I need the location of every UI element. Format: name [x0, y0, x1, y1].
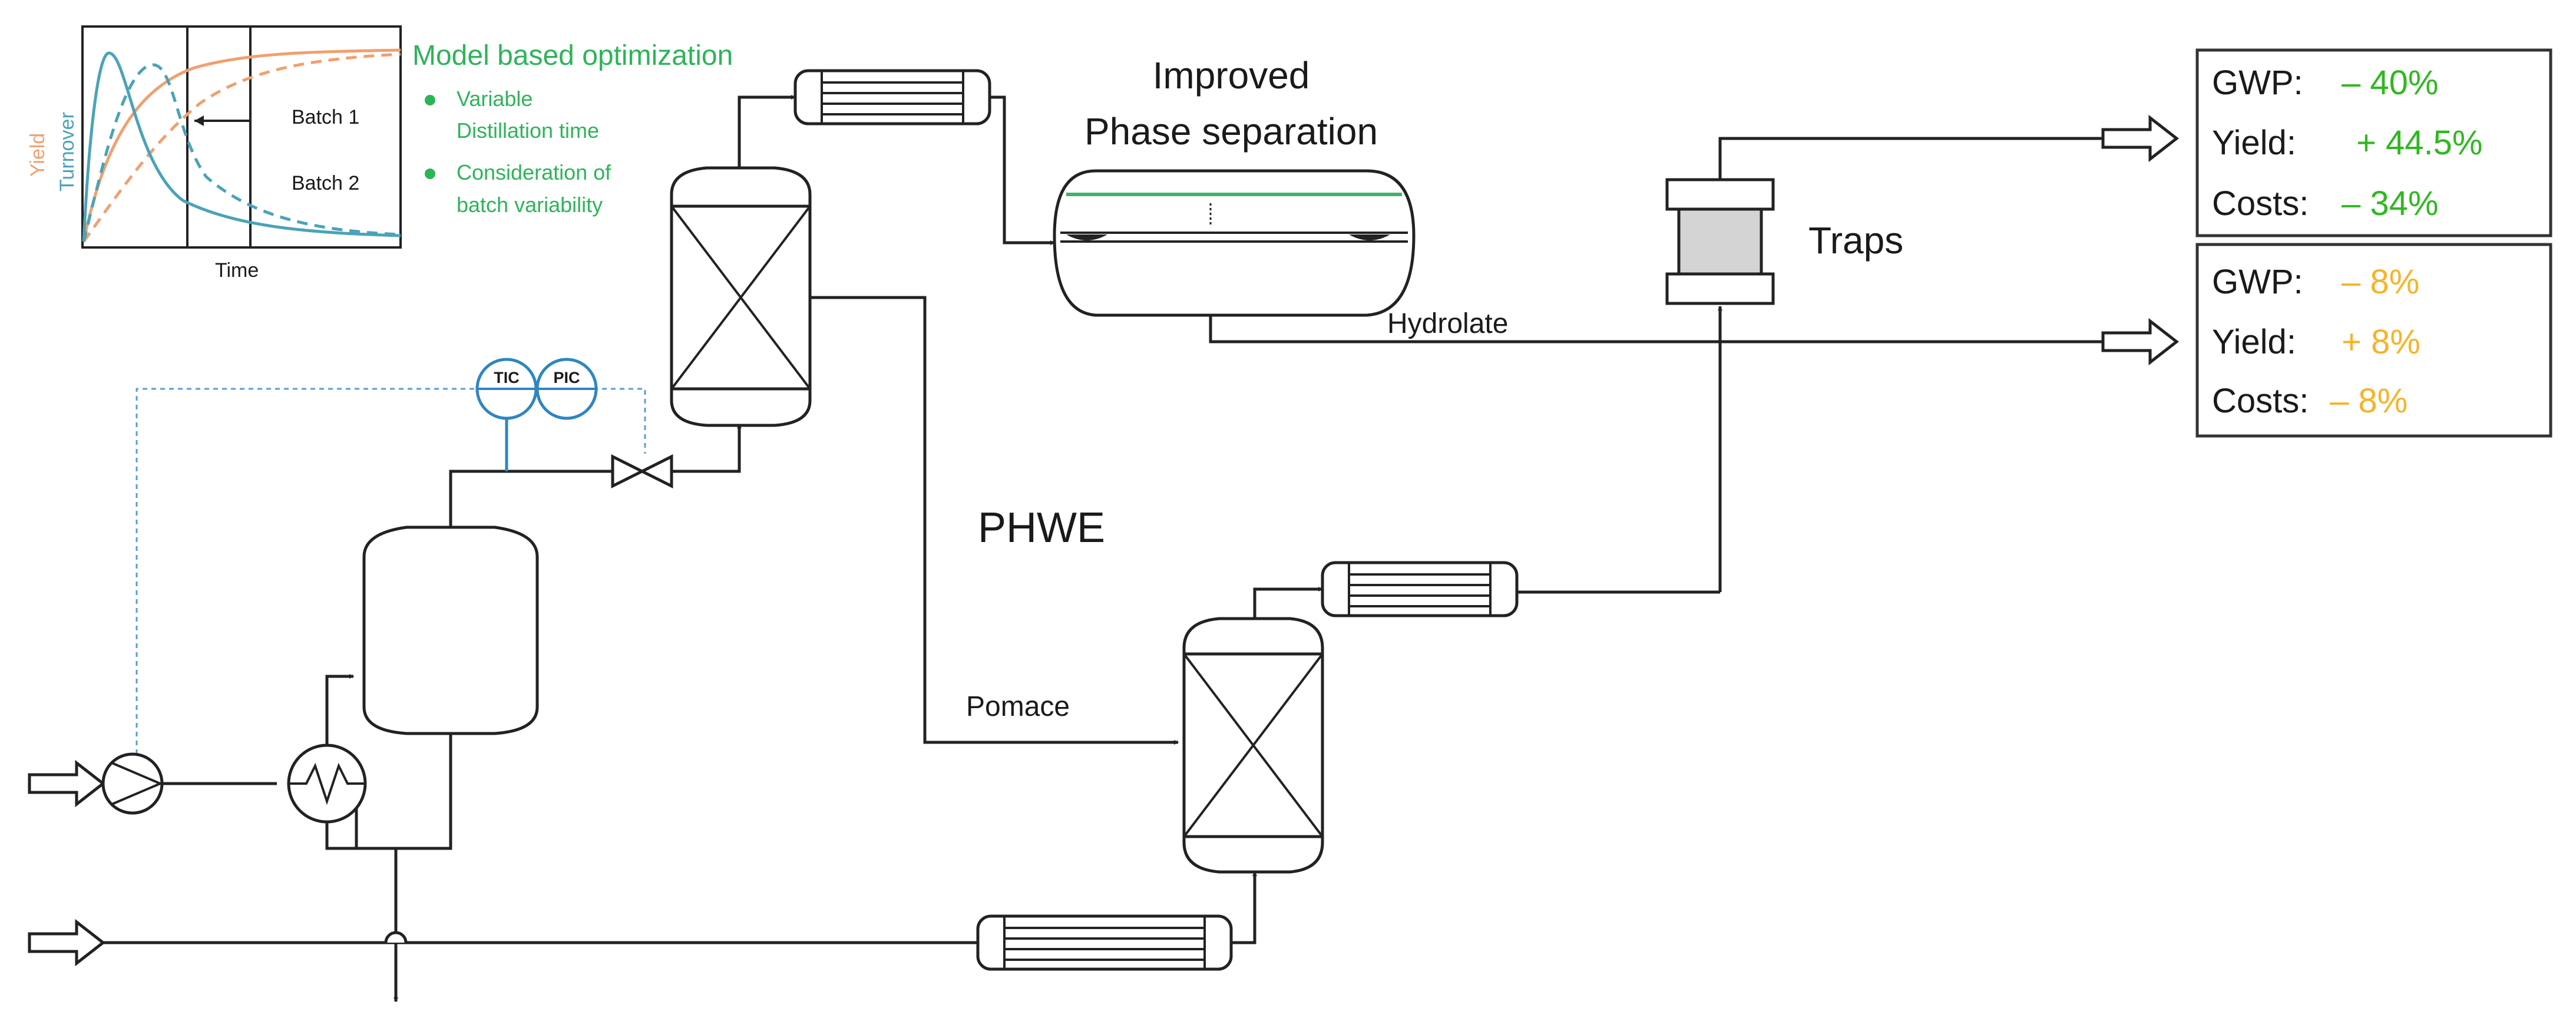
top-yield-value: + 44.5%	[2356, 124, 2482, 162]
control-valve	[611, 454, 673, 489]
feed-arrow-2	[28, 918, 106, 967]
hydrolate-label: Hydrolate	[1387, 308, 1508, 339]
bottom-yield-label: Yield:	[2212, 323, 2296, 361]
turnover-curve-batch1	[82, 51, 401, 242]
tic-label: TIC	[494, 369, 520, 386]
feed-arrow-1	[28, 759, 106, 808]
yield-curve-batch2	[82, 52, 401, 243]
phwe-column	[1182, 617, 1324, 874]
pomace-label: Pomace	[966, 691, 1070, 722]
yield-curve-batch1	[82, 48, 401, 242]
top-costs-label: Costs:	[2212, 184, 2309, 223]
phwe-label: PHWE	[978, 504, 1105, 551]
top-costs-value: – 34%	[2342, 184, 2438, 223]
pipe-valve-to-column	[672, 424, 742, 473]
controllers: TIC PIC	[475, 358, 598, 471]
pipe-column-to-condenser	[738, 95, 796, 168]
top-gwp-label: GWP:	[2212, 64, 2303, 102]
still-vessel	[362, 526, 539, 735]
inset-plot: Yield Turnover Time Batch 1 Batch 2	[27, 25, 402, 282]
bullet1-line1: Variable	[457, 87, 533, 111]
pipe-pomace	[810, 296, 1179, 745]
inset-batch2-label: Batch 2	[292, 172, 359, 194]
optimization-notes: Model based optimization Variable Distil…	[412, 40, 733, 217]
bullet-dot-2	[425, 168, 435, 179]
pipe-hx-to-vessel	[325, 674, 354, 760]
pipe-phwe-to-condenser2	[1253, 587, 1323, 619]
output-arrow-top	[2101, 114, 2180, 163]
results-top-box: GWP: – 40% Yield: + 44.5% Costs: – 34%	[2195, 48, 2552, 237]
pipe-vessel-to-valve	[449, 470, 613, 533]
turnover-curve-batch2	[82, 63, 401, 242]
top-gwp-value: – 40%	[2342, 64, 2438, 102]
feed-heater	[976, 914, 1233, 971]
heat-exchanger	[287, 744, 367, 824]
bottom-yield-value: + 8%	[2342, 323, 2420, 361]
piping	[103, 95, 2103, 1002]
pipe-condenser-to-separator	[990, 95, 1055, 245]
optimization-title: Model based optimization	[412, 40, 733, 71]
pipe-bottom-to-phwe	[1231, 871, 1257, 944]
phase-separation-label-1: Improved	[1153, 54, 1310, 97]
phase-separation-label-2: Phase separation	[1084, 110, 1378, 153]
condenser-top	[793, 69, 991, 125]
inset-plot-frame	[81, 25, 402, 249]
bottom-gwp-value: – 8%	[2342, 263, 2419, 301]
results-bottom-box: GWP: – 8% Yield: + 8% Costs: – 8%	[2195, 243, 2552, 438]
phase-separator	[1053, 169, 1416, 317]
top-yield-label: Yield:	[2212, 124, 2296, 162]
output-arrow-bottom	[2101, 318, 2180, 366]
traps-label: Traps	[1808, 219, 1903, 262]
bullet1-line2: Distillation time	[457, 118, 599, 143]
distillation-column	[670, 166, 812, 427]
bullet2-line1: Consideration of	[457, 160, 611, 184]
inset-ylabel-yield: Yield	[27, 133, 49, 177]
pipe-crossover	[384, 931, 408, 943]
inset-batch1-label: Batch 1	[292, 106, 359, 128]
feed-pump	[101, 752, 164, 815]
batch-interval-arrowhead	[194, 115, 204, 126]
pipe-vessel-bottom	[356, 731, 452, 850]
pic-label: PIC	[553, 369, 580, 386]
bottom-costs-label: Costs:	[2212, 382, 2309, 420]
inset-ylabel-turnover: Turnover	[56, 112, 78, 191]
condenser-phwe	[1321, 561, 1519, 617]
bottom-gwp-label: GWP:	[2212, 263, 2303, 301]
bottom-costs-value: – 8%	[2330, 382, 2408, 420]
control-signal-line	[135, 388, 646, 754]
bullet2-line2: batch variability	[457, 193, 603, 217]
pipe-traps-to-top-result	[1718, 137, 2103, 180]
inset-xlabel: Time	[215, 259, 259, 282]
pipe-hydrolate	[1209, 309, 2103, 343]
bullet-dot-1	[425, 95, 435, 105]
traps	[1665, 178, 1775, 305]
